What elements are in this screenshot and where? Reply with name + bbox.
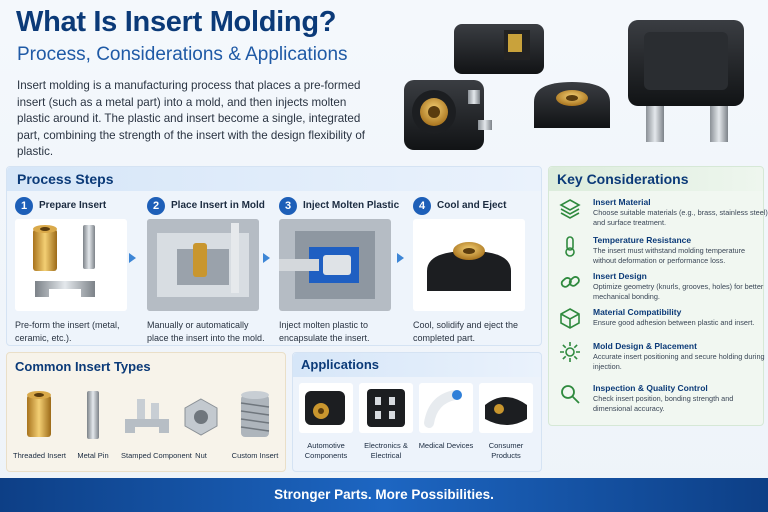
- application-label: Consumer Products: [488, 441, 524, 460]
- consideration-desc: The insert must withstand molding temper…: [593, 246, 746, 265]
- ejected-part-image: [413, 219, 525, 311]
- application-label: Medical Devices: [418, 441, 474, 450]
- step-description: Cool, solidify and eject the completed p…: [413, 320, 519, 343]
- consideration-title: Temperature Resistance: [593, 235, 692, 245]
- consideration-desc: Ensure good adhesion between plastic and…: [593, 318, 755, 327]
- intro-text: Insert molding is a manufacturing proces…: [17, 79, 365, 158]
- insert-type-item: Custom Insert: [229, 389, 281, 460]
- link-icon: [559, 271, 581, 293]
- footer-tagline: Stronger Parts. More Possibilities.: [274, 487, 494, 502]
- consideration-title: Material Compatibility: [593, 307, 682, 317]
- thermometer-icon: [559, 235, 581, 257]
- inject-plastic-image: [279, 219, 391, 311]
- step-number: 2: [147, 197, 165, 215]
- magnifier-icon: [559, 383, 581, 405]
- hero-product-image: [384, 10, 768, 160]
- nut-icon: [175, 389, 227, 441]
- applications-panel: Applications Automotive Components Elect…: [292, 352, 542, 472]
- application-item: Medical Devices: [417, 383, 475, 451]
- page-subtitle: Process, Considerations & Applications: [17, 44, 348, 65]
- step-description: Inject molten plastic to encapsulate the…: [279, 320, 370, 343]
- insert-type-label: Threaded Insert: [13, 451, 66, 460]
- footer-banner: Stronger Parts. More Possibilities.: [0, 478, 768, 512]
- insert-type-label: Nut: [195, 451, 207, 460]
- consumer-product-icon: [479, 383, 533, 433]
- consideration-desc: Optimize geometry (knurls, grooves, hole…: [593, 282, 764, 301]
- stamped-component-icon: [121, 389, 173, 441]
- consideration-desc: Check insert position, bonding strength …: [593, 394, 734, 413]
- step-title: Inject Molten Plastic: [303, 200, 400, 211]
- consideration-title: Insert Design: [593, 271, 647, 281]
- step-description: Manually or automatically place the inse…: [147, 320, 265, 343]
- arrow-right-icon: [129, 253, 136, 263]
- insert-type-label: Stamped Component: [121, 451, 192, 460]
- consideration-title: Inspection & Quality Control: [593, 383, 708, 393]
- application-label: Electronics & Electrical: [364, 441, 408, 460]
- insert-type-label: Custom Insert: [231, 451, 279, 460]
- threaded-insert-icon: [13, 389, 65, 441]
- insert-type-label: Metal Pin: [77, 451, 109, 460]
- mold-insert-image: [147, 219, 259, 311]
- step-description: Pre-form the insert (metal, ceramic, etc…: [15, 320, 120, 343]
- step-title: Cool and Eject: [437, 200, 507, 211]
- insert-type-item: Stamped Component: [121, 389, 192, 460]
- insert-types-panel: Common Insert Types Threaded Insert Meta…: [6, 352, 286, 472]
- step-title: Prepare Insert: [39, 200, 107, 211]
- layers-icon: [559, 197, 581, 219]
- consideration-title: Insert Material: [593, 197, 651, 207]
- automotive-connector-icon: [299, 383, 353, 433]
- application-item: Consumer Products: [477, 383, 535, 461]
- step-number: 3: [279, 197, 297, 215]
- process-steps-panel: Process Steps 1 Prepare Insert Pre-form …: [6, 166, 542, 346]
- insert-type-item: Nut: [175, 389, 227, 460]
- step-title: Place Insert in Mold: [171, 200, 265, 211]
- step-number: 1: [15, 197, 33, 215]
- arrow-right-icon: [263, 253, 270, 263]
- page-title: What Is Insert Molding?: [16, 6, 337, 38]
- metal-pin-icon: [67, 389, 119, 441]
- custom-insert-icon: [229, 389, 281, 441]
- consideration-desc: Accurate insert positioning and secure h…: [593, 352, 765, 371]
- consideration-title: Mold Design & Placement: [593, 341, 697, 351]
- process-steps-heading: Process Steps: [17, 171, 114, 187]
- application-label: Automotive Components: [304, 441, 348, 460]
- step-number: 4: [413, 197, 431, 215]
- insert-type-item: Threaded Insert: [13, 389, 66, 460]
- medical-device-icon: [419, 383, 473, 433]
- consideration-desc: Choose suitable materials (e.g., brass, …: [593, 208, 768, 227]
- application-item: Electronics & Electrical: [357, 383, 415, 461]
- arrow-right-icon: [397, 253, 404, 263]
- key-considerations-heading: Key Considerations: [557, 171, 689, 187]
- insert-types-heading: Common Insert Types: [15, 359, 151, 374]
- insert-type-item: Metal Pin: [67, 389, 119, 460]
- cube-icon: [559, 307, 581, 329]
- electronics-connector-icon: [359, 383, 413, 433]
- gear-icon: [559, 341, 581, 363]
- prepare-insert-image: [15, 219, 127, 311]
- application-item: Automotive Components: [297, 383, 355, 461]
- key-considerations-panel: Key Considerations Insert Material Choos…: [548, 166, 768, 426]
- applications-heading: Applications: [301, 357, 380, 372]
